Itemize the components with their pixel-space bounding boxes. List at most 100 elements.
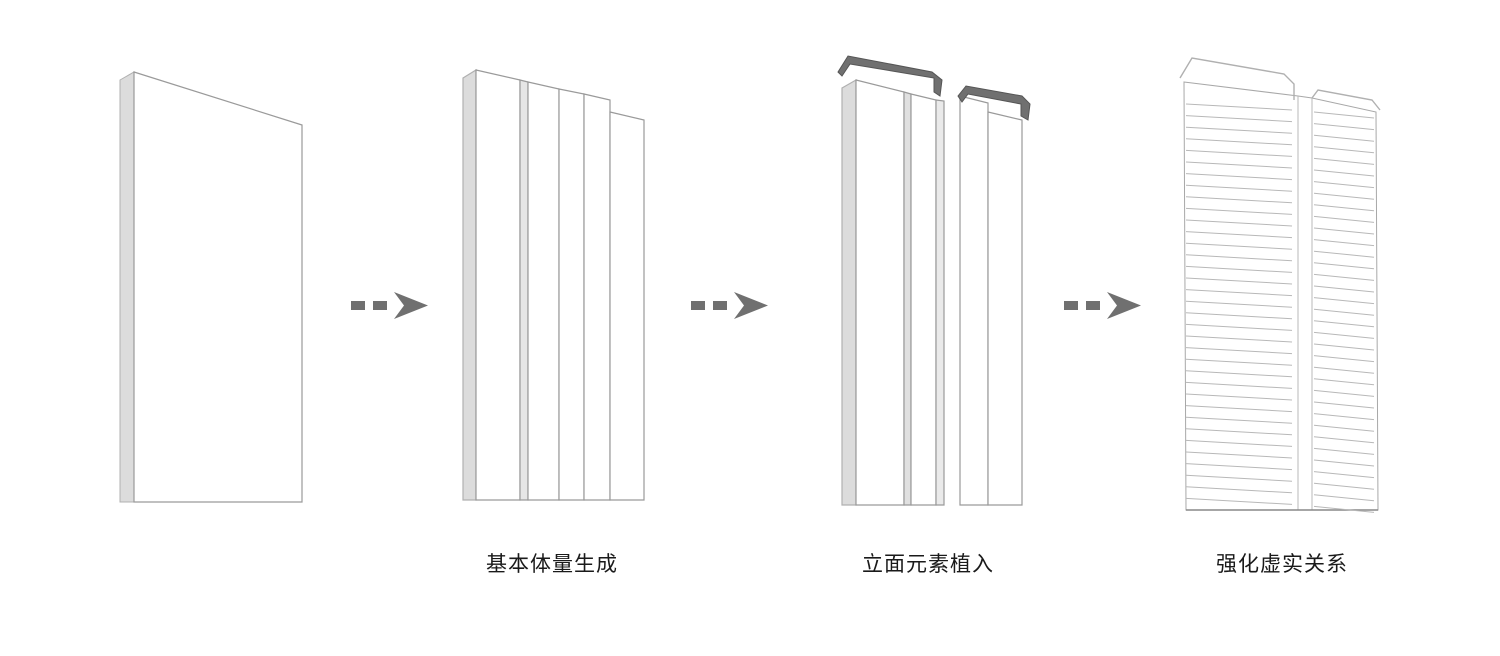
floor-slab-line <box>1185 161 1293 169</box>
stage-caption-facade: 立面元素植入 <box>862 552 994 576</box>
roof-frame-b <box>957 85 1031 121</box>
floor-slab-line <box>1313 146 1375 154</box>
final-roof-frame-a <box>1179 57 1295 100</box>
slab-front-3 <box>558 88 585 501</box>
floor-slab-line <box>1185 184 1293 192</box>
stage-final-tower <box>1179 57 1381 513</box>
floor-slab-line <box>1185 370 1293 378</box>
floor-slab-line <box>1185 103 1293 111</box>
floor-slab-line <box>1185 173 1293 181</box>
floor-slab-line <box>1313 424 1375 432</box>
tower-b-front <box>959 95 989 506</box>
floor-slab-line <box>1313 331 1375 339</box>
floor-slab-line <box>1185 463 1293 471</box>
floor-slab-line <box>1313 192 1375 200</box>
floor-slab-line <box>1313 471 1375 479</box>
stage-massing-slabs <box>462 68 645 501</box>
roof-frame-a <box>837 55 943 97</box>
dashed-right-arrow-icon <box>691 292 768 319</box>
floor-slab-line <box>1185 358 1293 366</box>
floor-slab-line <box>1313 273 1375 281</box>
slab-front-1 <box>475 69 521 501</box>
floor-slab-line <box>1185 428 1293 436</box>
floor-slab-line <box>1313 436 1375 444</box>
tower-a-front <box>855 79 905 506</box>
floor-slab-line <box>1313 123 1375 131</box>
floor-slab-line <box>1313 250 1375 258</box>
floor-slab-line <box>1313 413 1375 421</box>
floor-slab-line <box>1313 355 1375 363</box>
tower-b-front-2 <box>987 111 1023 506</box>
floor-slab-line <box>1313 320 1375 328</box>
floor-slab-line <box>1185 405 1293 413</box>
floor-slab-line <box>1185 474 1293 482</box>
slab-front-5 <box>609 111 645 501</box>
floor-slab-line <box>1313 308 1375 316</box>
floor-slab-line <box>1313 447 1375 455</box>
floor-slab-line <box>1185 149 1293 157</box>
floor-slab-line <box>1313 157 1375 165</box>
tower-a-front-2 <box>910 93 937 506</box>
slab-side-face <box>462 68 477 501</box>
dashed-right-arrow-icon <box>1064 292 1141 319</box>
block-front-face <box>133 71 303 503</box>
floor-slab-line <box>1313 111 1375 119</box>
floor-slab-line <box>1185 323 1293 331</box>
floor-slab-line <box>1313 389 1375 397</box>
floor-slab-line <box>1185 242 1293 250</box>
floor-slab-line <box>1313 169 1375 177</box>
floor-slab-line <box>1185 381 1293 389</box>
floor-slab-line <box>1185 335 1293 343</box>
floor-slab-line <box>1313 204 1375 212</box>
floor-slab-line <box>1313 505 1375 513</box>
floor-slab-line <box>1313 134 1375 142</box>
floor-slab-line <box>1313 401 1375 409</box>
tower-a-side-face <box>841 78 857 506</box>
floor-slab-line <box>1185 126 1293 134</box>
slab-front-2 <box>527 81 560 501</box>
stage-caption-final: 强化虚实关系 <box>1216 552 1348 576</box>
slab-gap-1 <box>519 79 529 501</box>
floor-slab-line <box>1185 231 1293 239</box>
stage-facade-elements <box>837 55 1031 506</box>
floor-slab-line <box>1313 366 1375 374</box>
floor-slab-line <box>1185 347 1293 355</box>
floor-slab-line <box>1185 196 1293 204</box>
floor-slab-line <box>1185 393 1293 401</box>
floor-slab-line <box>1185 115 1293 123</box>
floor-slab-line <box>1313 239 1375 247</box>
stage-base-block <box>119 71 303 503</box>
floor-slab-line <box>1185 497 1293 505</box>
floor-slab-line <box>1313 297 1375 305</box>
floor-slab-line <box>1313 494 1375 502</box>
floor-slab-line <box>1313 181 1375 189</box>
floor-slab-line <box>1313 285 1375 293</box>
tower-a-fin <box>903 91 912 506</box>
floor-slab-line <box>1313 262 1375 270</box>
floor-slab-line <box>1185 416 1293 424</box>
stage-caption-massing: 基本体量生成 <box>486 552 618 576</box>
floor-slab-line <box>1185 207 1293 215</box>
floor-slab-line <box>1313 482 1375 490</box>
floor-slab-line <box>1185 486 1293 494</box>
slab-front-4 <box>583 93 611 501</box>
block-side-face <box>119 71 135 503</box>
floor-slab-line <box>1185 289 1293 297</box>
floor-slab-line <box>1185 277 1293 285</box>
floor-slab-line <box>1185 451 1293 459</box>
floor-slab-line <box>1313 215 1375 223</box>
floor-slab-line <box>1185 219 1293 227</box>
floor-slab-line <box>1185 439 1293 447</box>
floor-slab-line <box>1185 300 1293 308</box>
floor-slab-line <box>1185 265 1293 273</box>
floor-slab-line <box>1185 254 1293 262</box>
dashed-right-arrow-icon <box>351 292 428 319</box>
final-roof-frame-b <box>1311 89 1381 111</box>
floor-slab-line <box>1313 343 1375 351</box>
floor-slab-line <box>1185 138 1293 146</box>
floor-slab-line <box>1313 227 1375 235</box>
tower-gap <box>935 99 945 506</box>
floor-slab-line <box>1313 378 1375 386</box>
floor-slab-line <box>1313 459 1375 467</box>
